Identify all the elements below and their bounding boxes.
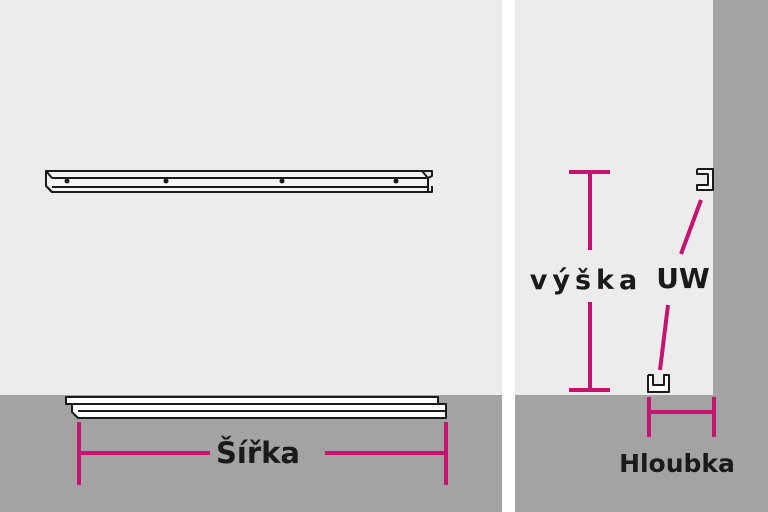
depth-label: Hloubka xyxy=(619,449,735,478)
profile-pointer-lines xyxy=(658,199,703,371)
screw-hole xyxy=(279,178,285,184)
depth-dimension xyxy=(647,397,716,437)
height-label: výška xyxy=(530,265,642,296)
right-floor xyxy=(515,395,768,512)
floor-profile-section xyxy=(647,374,670,393)
right-side-wall xyxy=(713,0,768,395)
rail-screw-holes xyxy=(64,178,399,184)
screw-hole xyxy=(393,178,399,184)
screw-hole xyxy=(163,178,169,184)
left-wall xyxy=(0,0,502,395)
screw-hole xyxy=(64,178,70,184)
floor-profile-rail xyxy=(65,396,447,419)
width-dimension xyxy=(77,422,448,485)
height-dimension xyxy=(569,170,610,392)
profile-label: UW xyxy=(656,262,710,295)
panel-divider xyxy=(502,0,515,512)
width-label: Šířka xyxy=(216,436,300,470)
ceiling-profile-rail xyxy=(45,170,433,193)
ceiling-profile-section xyxy=(696,168,714,191)
